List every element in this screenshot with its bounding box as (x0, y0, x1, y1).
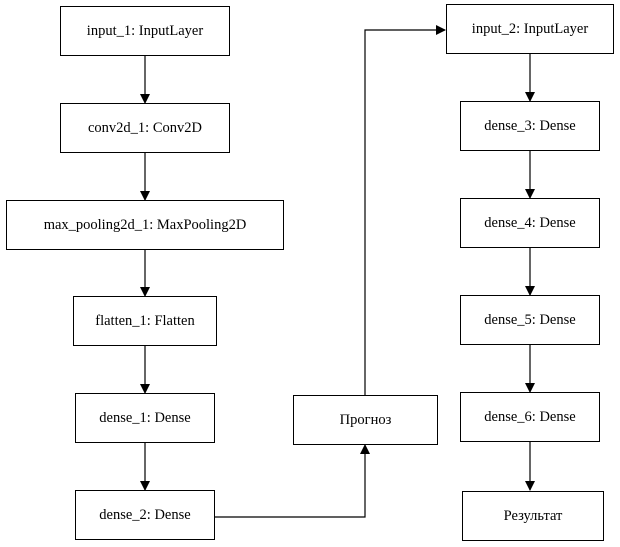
node-dense-3: dense_3: Dense (460, 101, 600, 151)
node-dense-1: dense_1: Dense (75, 393, 215, 443)
edge-prognoz-to-input-2 (364, 25, 446, 395)
node-dense-6: dense_6: Dense (460, 392, 600, 442)
node-dense-4: dense_4: Dense (460, 198, 600, 248)
node-result: Результат (462, 491, 604, 541)
node-max-pooling2d-1: max_pooling2d_1: MaxPooling2D (6, 200, 284, 250)
node-dense-2: dense_2: Dense (75, 490, 215, 540)
node-input-1: input_1: InputLayer (60, 6, 230, 56)
node-prognoz: Прогноз (293, 395, 438, 445)
node-conv2d-1: conv2d_1: Conv2D (60, 103, 230, 153)
node-dense-5: dense_5: Dense (460, 295, 600, 345)
node-input-2: input_2: InputLayer (446, 4, 614, 54)
node-flatten-1: flatten_1: Flatten (73, 296, 217, 346)
edge-dense-2-to-prognoz (215, 444, 370, 518)
